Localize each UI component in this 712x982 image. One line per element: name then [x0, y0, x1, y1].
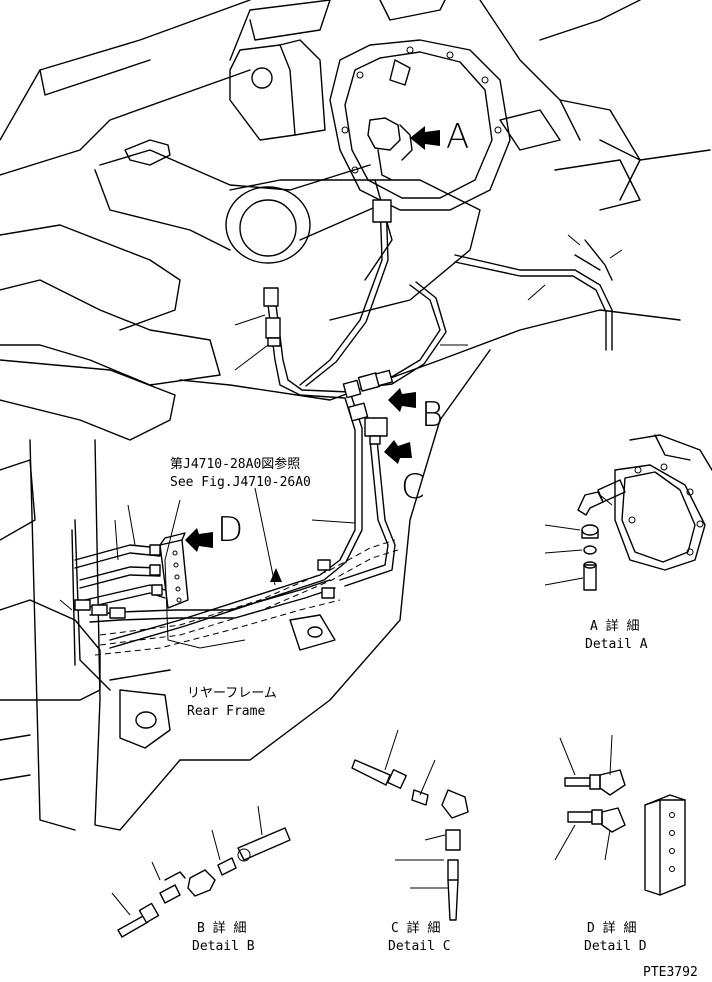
- upper-frame-outline: [0, 0, 711, 211]
- detail-b-drawing: [111, 805, 291, 938]
- detail-d-drawing: [554, 734, 686, 896]
- hose-routing: [71, 199, 613, 691]
- detail-a-label-jp: A 詳 細: [590, 619, 640, 634]
- reference-note-jp: 第J4710-28A0図参照: [170, 457, 301, 472]
- rear-frame-label-jp: リヤーフレーム: [187, 686, 277, 701]
- detail-a-label-en: Detail A: [585, 637, 648, 652]
- callout-label-b: B: [421, 395, 444, 435]
- rear-frame-left: [0, 224, 681, 831]
- detail-d-label-en: Detail D: [584, 939, 647, 954]
- callout-label-d: D: [217, 510, 244, 550]
- detail-b-label-en: Detail B: [192, 939, 255, 954]
- callout-label-a: A: [446, 117, 470, 157]
- detail-c-label-en: Detail C: [388, 939, 451, 954]
- drawing-number: PTE3792: [643, 965, 698, 980]
- callout-label-c: C: [401, 467, 425, 507]
- detail-d-label-jp: D 詳 細: [587, 921, 637, 936]
- transmission-flange: [329, 39, 511, 211]
- axle-housing: [94, 139, 481, 321]
- leader-lines: [59, 234, 623, 649]
- connector-b-c: [263, 287, 394, 445]
- callout-arrows: [185, 126, 440, 582]
- rear-frame-label-en: Rear Frame: [187, 704, 266, 719]
- mount-bracket: [229, 39, 326, 141]
- detail-c-label-jp: C 詳 細: [391, 921, 441, 936]
- detail-a-drawing: [544, 434, 712, 591]
- manifold-block-d: [74, 532, 335, 619]
- detail-c-drawing: [351, 729, 469, 921]
- detail-b-label-jp: B 詳 細: [197, 921, 247, 936]
- reference-note-en: See Fig.J4710-26A0: [170, 475, 311, 490]
